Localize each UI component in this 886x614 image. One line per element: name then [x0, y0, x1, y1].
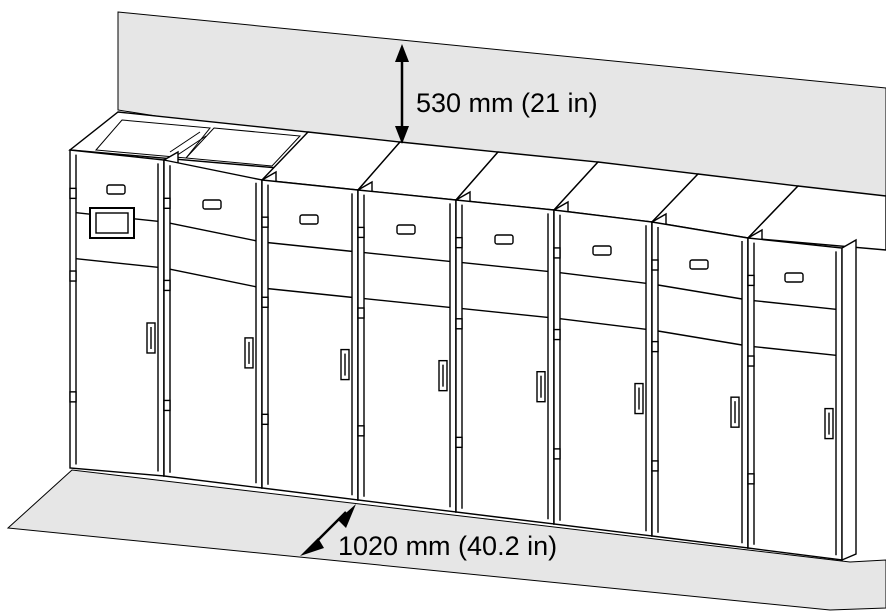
status-indicator [107, 185, 125, 194]
cabinet-front [748, 238, 842, 560]
door-hinge [554, 330, 560, 340]
door-hinge [358, 426, 364, 436]
door-hinge [262, 414, 268, 424]
rear-clearance-label: 530 mm (21 in) [416, 90, 598, 117]
door-hinge [164, 400, 170, 410]
cabinet-front [358, 190, 456, 512]
door-hinge [262, 217, 268, 227]
status-indicator [690, 260, 708, 269]
status-indicator [203, 200, 221, 209]
door-hinge [70, 271, 76, 281]
door-hinge [164, 280, 170, 290]
door-hinge [554, 248, 560, 258]
door-hinge [262, 297, 268, 307]
door-hinge [358, 308, 364, 318]
door-hinge [748, 474, 754, 484]
door-hinge [358, 227, 364, 237]
display-screen [96, 213, 128, 233]
cabinet-front [262, 180, 358, 500]
door-hinge [70, 392, 76, 402]
door-hinge [456, 319, 462, 329]
door-hinge [456, 238, 462, 248]
cabinet-front [554, 210, 652, 536]
door-hinge [652, 461, 658, 471]
door-hinge [748, 356, 754, 366]
door-hinge [164, 198, 170, 208]
status-indicator [593, 246, 611, 255]
door-hinge [554, 449, 560, 459]
status-indicator [785, 273, 803, 282]
status-indicator [495, 235, 513, 244]
front-clearance-label: 1020 mm (40.2 in) [338, 533, 557, 560]
status-indicator [397, 225, 415, 234]
door-hinge [652, 260, 658, 270]
door-hinge [748, 275, 754, 285]
door-hinge [652, 342, 658, 352]
door-hinge [70, 188, 76, 198]
cabinet-side [842, 240, 856, 560]
door-hinge [456, 437, 462, 447]
cabinet-front [652, 222, 748, 548]
cabinet-front [456, 200, 554, 524]
cabinet-front [70, 150, 164, 476]
status-indicator [300, 215, 318, 224]
